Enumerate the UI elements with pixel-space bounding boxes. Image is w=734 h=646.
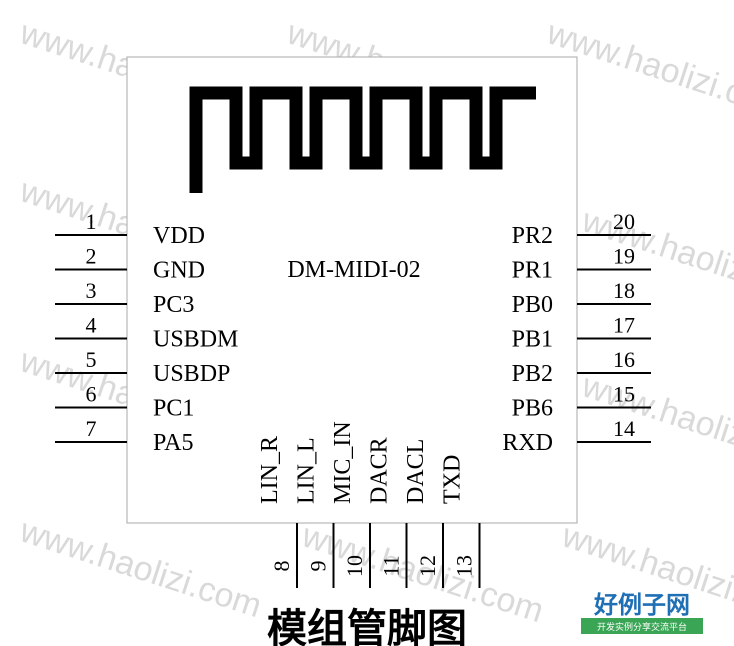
- part-name: DM-MIDI-02: [287, 257, 420, 283]
- antenna-trace-icon: [189, 86, 536, 193]
- pin-number: 12: [415, 555, 440, 577]
- pin-number: 4: [86, 313, 97, 338]
- logo-bar: [581, 618, 703, 634]
- pin-name: RXD: [502, 430, 553, 456]
- pin-number: 13: [452, 555, 477, 577]
- pin-name: PC3: [153, 292, 194, 318]
- pin-name: TXD: [440, 455, 466, 504]
- pin-name: PB1: [512, 327, 553, 353]
- pin-number: 8: [269, 561, 294, 572]
- pin-name: LIN_L: [294, 437, 320, 504]
- pin-name: PB0: [512, 292, 553, 318]
- pin-number: 14: [613, 416, 635, 441]
- logo-subtext: 开发实例分享交流平台: [597, 621, 687, 633]
- pin-number: 15: [613, 382, 635, 407]
- diagram-title: 模组管脚图: [267, 606, 467, 646]
- pin-number: 20: [613, 209, 635, 234]
- logo-text: 好例子网: [593, 591, 690, 619]
- pin-name: PA5: [153, 430, 193, 456]
- pin-name: VDD: [153, 223, 205, 249]
- pin-number: 10: [342, 555, 367, 577]
- watermark-text: www.haolizi.com: [577, 201, 734, 315]
- pin-number: 17: [613, 313, 635, 338]
- pin-number: 2: [86, 244, 97, 269]
- pin-name: USBDP: [153, 361, 230, 387]
- watermark-text: www.haolizi.com: [15, 511, 267, 625]
- pin-name: DACR: [367, 437, 393, 504]
- pin-number: 19: [613, 244, 635, 269]
- pin-number: 18: [613, 278, 635, 303]
- pin-number: 16: [613, 347, 635, 372]
- pin-number: 3: [86, 278, 97, 303]
- pin-name: PC1: [153, 396, 194, 422]
- bottom-pin-row: 8 LIN_R 9 LIN_L 10 MIC_IN 11 DACR 12 DACL 13 TXD: [257, 421, 481, 588]
- site-logo: 好例子网 开发实例分享交流平台: [581, 591, 703, 634]
- pin-number: 9: [306, 561, 331, 572]
- pin-number: 7: [86, 416, 97, 441]
- pin-number: 5: [86, 347, 97, 372]
- pin-name: PR1: [512, 258, 553, 284]
- pin-name: PR2: [512, 223, 553, 249]
- pin-number: 1: [86, 209, 97, 234]
- pin-number: 11: [379, 555, 404, 576]
- pin-name: DACL: [403, 439, 429, 504]
- pin-name: LIN_R: [257, 436, 283, 504]
- pin-name: GND: [153, 258, 205, 284]
- pin-name: PB6: [512, 396, 553, 422]
- pin-number: 6: [86, 382, 97, 407]
- pin-name: USBDM: [153, 327, 238, 353]
- pin-name: MIC_IN: [330, 421, 356, 504]
- watermark-text: www.haolizi.com: [577, 366, 734, 480]
- pin-name: PB2: [512, 361, 553, 387]
